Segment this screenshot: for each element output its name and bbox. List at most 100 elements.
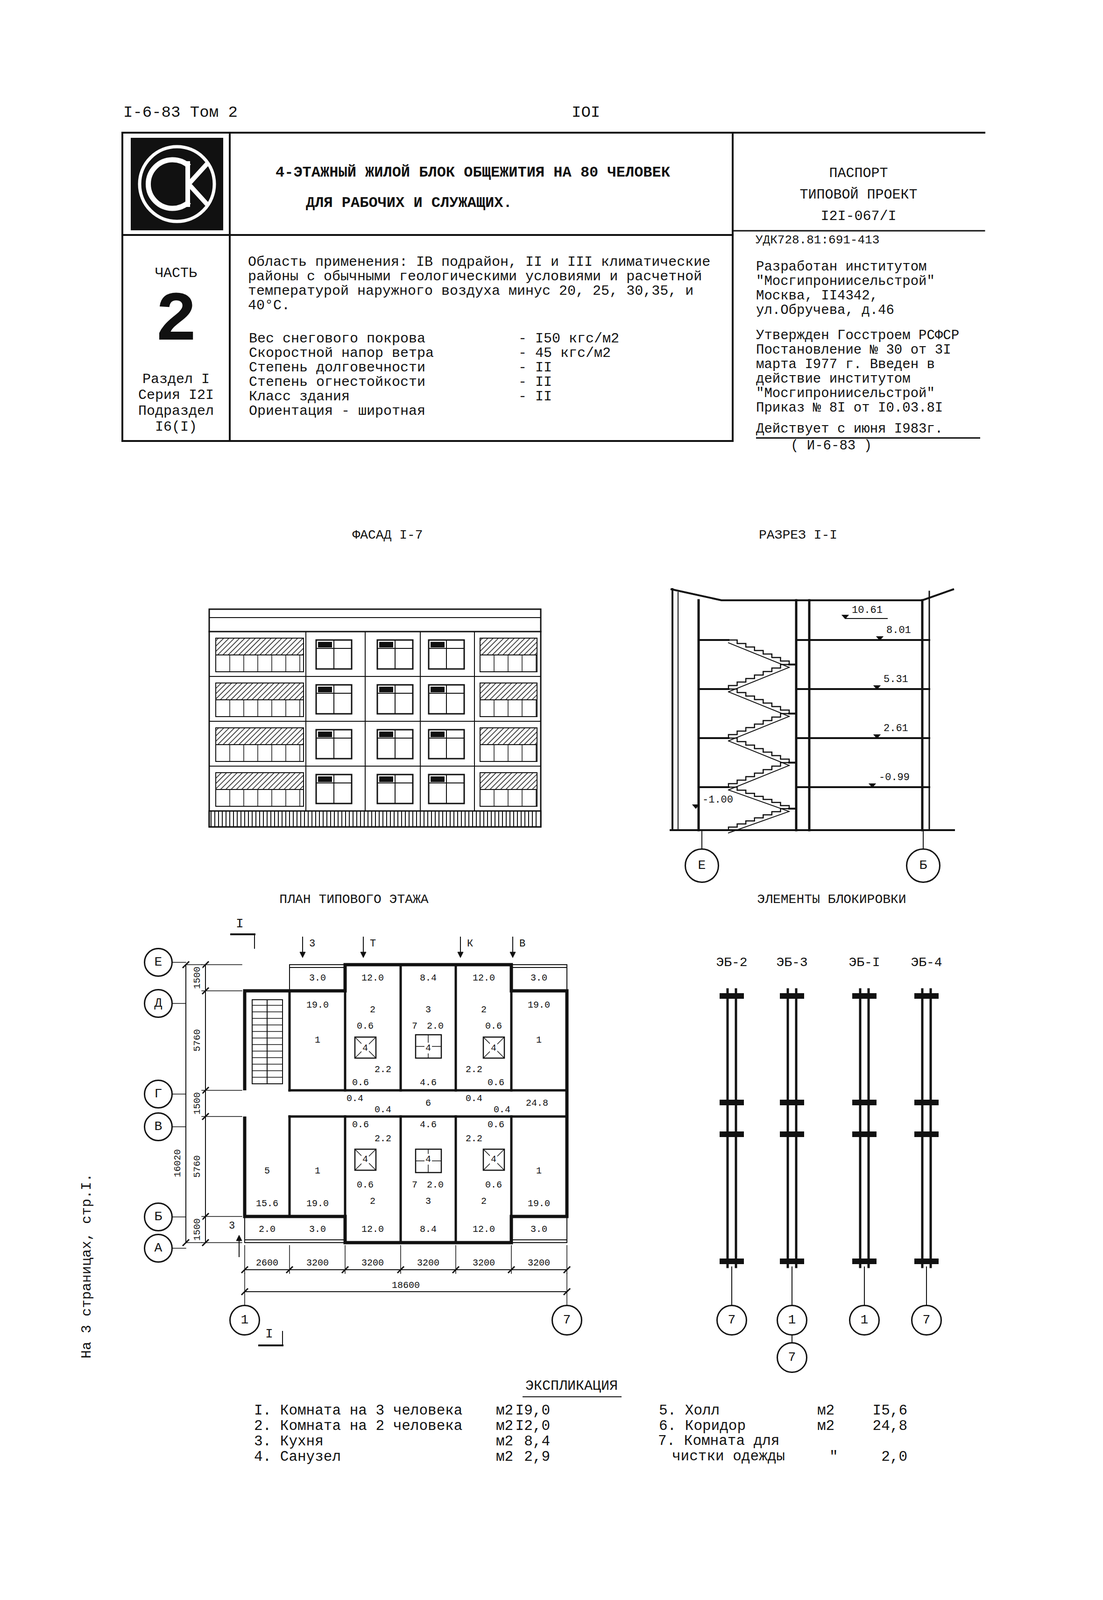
- balcony-rail: [480, 789, 538, 807]
- element-bar: [719, 992, 744, 999]
- element-mark: ЭБ-I: [847, 954, 881, 970]
- roof-line: [670, 588, 955, 601]
- axis-letter: Б: [154, 1209, 163, 1224]
- table-cell: 8,4: [523, 1432, 552, 1450]
- plinth-hatch: [516, 811, 518, 826]
- parameter-name: Вес снегового покрова: [247, 330, 427, 347]
- cornice-line: [209, 630, 541, 633]
- entrance-mark: Т: [368, 937, 377, 950]
- window-shadow: [379, 776, 394, 782]
- plinth-hatch: [262, 811, 264, 826]
- rail-post: [243, 744, 245, 762]
- window: [428, 729, 465, 759]
- shower-cross: [483, 1148, 505, 1170]
- entrance-mark: 3: [227, 1219, 236, 1232]
- rail-post: [257, 744, 259, 762]
- window-transom: [428, 647, 465, 649]
- balcony-rail: [215, 744, 304, 762]
- room-area: 8.4: [418, 972, 438, 983]
- entrance-mark: В: [518, 937, 527, 950]
- room-area: 3.0: [308, 972, 327, 983]
- window-mullion: [394, 639, 396, 669]
- plinth: [209, 810, 541, 827]
- axis-marker: А: [143, 1233, 173, 1263]
- element-mark: ЭБ-3: [775, 954, 809, 970]
- rail-post: [229, 789, 231, 807]
- extension-line: [201, 1241, 242, 1243]
- rail-post: [507, 699, 509, 717]
- room-number: 4: [489, 1153, 498, 1165]
- axis-letter: А: [154, 1241, 163, 1255]
- shower-cross: [354, 1036, 376, 1058]
- window-transom: [428, 692, 465, 694]
- partition-wall: [510, 1116, 513, 1243]
- rail-post: [285, 744, 287, 762]
- window-transom: [377, 737, 413, 739]
- extension-line: [201, 989, 242, 991]
- axis-leader: [731, 1266, 733, 1305]
- partition-wall: [454, 964, 458, 1090]
- plinth-hatch: [214, 811, 216, 826]
- rail-post: [271, 654, 273, 672]
- cell-text: Область применения: IВ подрайон, II и II…: [247, 254, 720, 313]
- plinth-hatch: [464, 811, 466, 826]
- plinth-hatch: [240, 811, 242, 826]
- table-cell: I5,6: [871, 1401, 909, 1419]
- entrance-arrowhead: [457, 951, 464, 958]
- axis-leader: [566, 1272, 568, 1305]
- plinth-hatch: [431, 811, 432, 826]
- dimension: 5760: [191, 1027, 203, 1053]
- room-area: 4.6: [418, 1076, 438, 1088]
- window-transom: [377, 647, 413, 649]
- window-transom: [316, 737, 352, 739]
- rail-post: [229, 654, 231, 672]
- stair-stringer: [728, 716, 790, 742]
- facade-outline: [209, 608, 541, 827]
- element-mark: ЭБ-4: [909, 954, 943, 970]
- window: [316, 774, 352, 804]
- axis-leader: [172, 961, 186, 963]
- partition-wall: [399, 1116, 403, 1243]
- plinth-hatch: [360, 811, 361, 826]
- balcony-rail: [215, 654, 304, 672]
- window-mullion: [445, 774, 447, 804]
- dimension-tick: [202, 1213, 209, 1219]
- exterior-wall: [244, 964, 567, 1243]
- room-area: 4.6: [418, 1118, 438, 1130]
- element-wall: [726, 989, 729, 1267]
- rail-post: [299, 789, 301, 807]
- stair-divider: [266, 999, 268, 1084]
- room-area: 24.8: [524, 1097, 550, 1109]
- axis-letter: 7: [728, 1313, 736, 1327]
- room-number: 1: [313, 1034, 322, 1046]
- parapet-line: [209, 616, 541, 618]
- plinth-hatch: [438, 811, 440, 826]
- wall-line: [928, 591, 931, 830]
- window-shadow: [318, 686, 333, 693]
- dimension-line: [244, 1268, 567, 1270]
- window-shadow: [430, 776, 445, 782]
- dimension-tick: [202, 987, 209, 994]
- level-triangle: [874, 685, 880, 689]
- room-area: 0.4: [464, 1092, 484, 1104]
- room-area: 0.6: [351, 1076, 370, 1088]
- frame-line: [122, 439, 733, 442]
- room-area: 2.0: [257, 1223, 277, 1235]
- level-mark: 10.61: [850, 604, 884, 616]
- frame-line: [122, 131, 985, 134]
- balcony-rail: [215, 699, 304, 717]
- sanitary-unit: [354, 1148, 376, 1170]
- window-mullion: [333, 639, 335, 669]
- axis-leader: [863, 1266, 865, 1305]
- blocking-elements: [719, 989, 939, 1342]
- plinth-hatch: [498, 811, 500, 826]
- balcony-rail: [480, 699, 538, 717]
- scope-cell: Область применения: IВ подрайон, II и II…: [247, 254, 720, 313]
- axis-leader: [172, 1002, 186, 1004]
- table-cell: 4. Санузел: [253, 1448, 342, 1465]
- table-cell: 3. Кухня: [253, 1432, 325, 1450]
- extension-line: [201, 1215, 242, 1217]
- cell-text: Действует с июня I983г.: [756, 421, 981, 439]
- shower-cross: [483, 1036, 505, 1058]
